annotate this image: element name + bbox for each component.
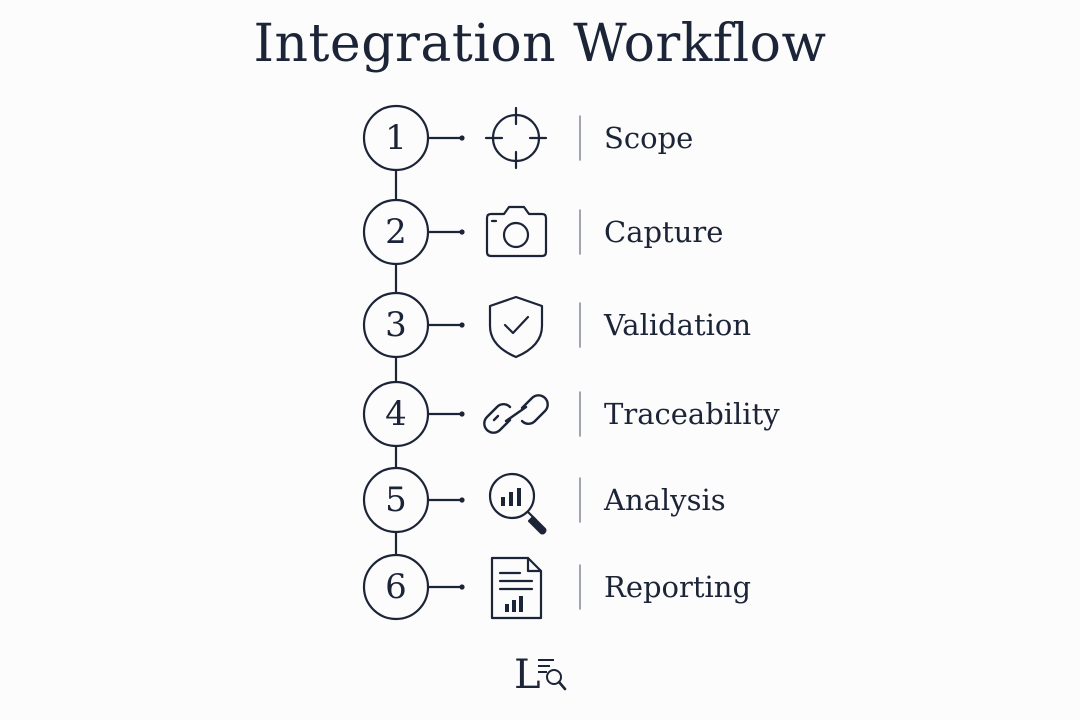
camera-icon bbox=[485, 205, 548, 258]
step-5-label: Analysis bbox=[604, 483, 726, 517]
link-icon bbox=[483, 394, 549, 434]
step-2-number: 2 bbox=[385, 212, 407, 252]
magnifier-chart-icon bbox=[488, 472, 547, 535]
page-title: Integration Workflow bbox=[253, 14, 827, 74]
step-6-number: 6 bbox=[385, 567, 407, 607]
document-search-logo: L bbox=[514, 652, 567, 694]
svg-text:L: L bbox=[514, 652, 541, 694]
step-6-label: Reporting bbox=[604, 570, 752, 604]
report-document-icon bbox=[490, 556, 543, 620]
step-1-label: Scope bbox=[604, 121, 694, 155]
step-4-label: Traceability bbox=[604, 397, 780, 431]
step-1-number: 1 bbox=[385, 118, 407, 158]
step-5-number: 5 bbox=[385, 480, 407, 520]
step-3-label: Validation bbox=[604, 308, 752, 342]
step-2-label: Capture bbox=[604, 215, 724, 249]
step-connectors bbox=[426, 135, 465, 590]
step-3-number: 3 bbox=[385, 305, 407, 345]
crosshair-icon bbox=[484, 106, 548, 170]
step-4-number: 4 bbox=[385, 394, 407, 434]
shield-check-icon bbox=[488, 295, 544, 359]
